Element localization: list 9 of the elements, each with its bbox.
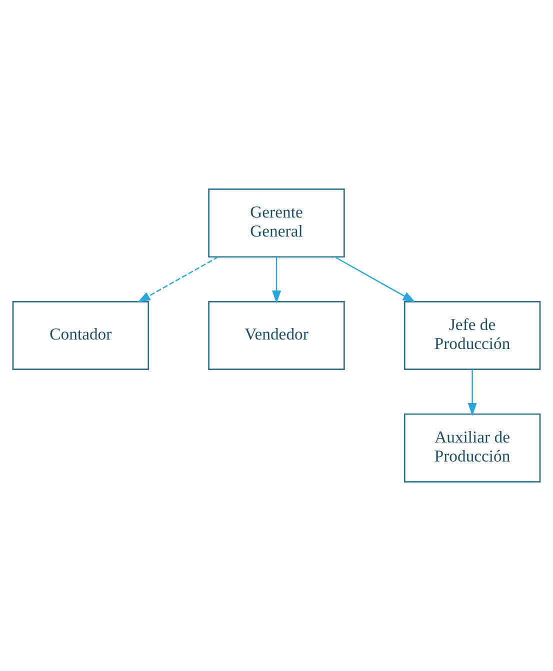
node-box: Vendedor	[208, 300, 345, 370]
node-box: Jefe de Producción	[404, 300, 541, 370]
node-box: Auxiliar de Producción	[404, 413, 541, 483]
arrow	[468, 369, 477, 416]
arrow	[272, 256, 282, 304]
node-box: Gerente General	[208, 188, 345, 258]
arrow	[334, 256, 416, 302]
arrow	[137, 256, 219, 302]
node-box: Contador	[12, 300, 150, 370]
